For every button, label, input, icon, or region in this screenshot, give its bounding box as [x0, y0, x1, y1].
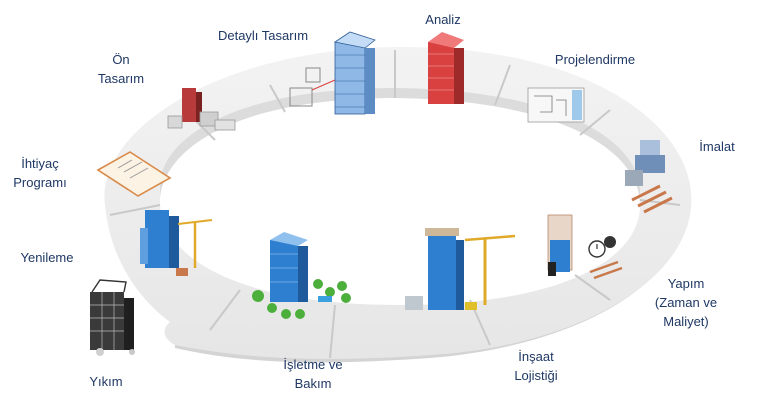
stage-label-line: Analiz	[425, 12, 461, 27]
renovation-tower-icon	[140, 210, 213, 276]
stage-label-line: İmalat	[699, 139, 735, 154]
stage-label-detayli-tasarim: Detaylı Tasarım	[218, 26, 308, 45]
stage-label-line: Programı	[13, 175, 67, 190]
stage-label-imalat: İmalat	[699, 137, 734, 156]
stage-label-projelendirme: Projelendirme	[555, 50, 635, 69]
stage-label-line: İşletme ve	[283, 357, 343, 372]
stage-label-line: Projelendirme	[554, 52, 636, 67]
stage-label-yenileme: Yenileme	[20, 248, 73, 267]
stage-label-line: Yapım	[667, 276, 705, 291]
stage-label-line: Detaylı Tasarım	[217, 28, 309, 43]
demolition-building-icon	[90, 279, 135, 356]
analysis-tower-icon	[428, 32, 464, 104]
stage-label-line: Tasarım	[97, 71, 145, 86]
stage-label-line: Maliyet)	[663, 314, 709, 329]
stage-label-yikim: Yıkım	[89, 372, 122, 391]
fabrication-machine-icon	[625, 140, 673, 214]
construction-time-cost-tower-icon	[547, 214, 623, 280]
operation-maintenance-building-icon	[252, 232, 351, 319]
detailed-design-tower-icon	[289, 31, 376, 115]
stage-label-analiz: Analiz	[425, 10, 460, 29]
stage-label-line: Yıkım	[89, 374, 123, 389]
requirements-clipboard-icon	[96, 151, 172, 197]
stage-label-line: İhtiyaç	[21, 156, 59, 171]
stage-label-yapim: Yapım (Zaman ve Maliyet)	[655, 274, 717, 331]
stage-label-line: Yenileme	[20, 250, 74, 265]
stage-label-line: Ön	[112, 52, 130, 67]
construction-logistics-site-icon	[405, 228, 516, 310]
stage-label-isletme-ve-bakim: İşletme ve Bakım	[283, 355, 342, 393]
preliminary-design-model-icon	[167, 88, 236, 131]
project-drawing-sheet-icon	[527, 87, 585, 123]
stage-label-line: İnşaat	[518, 349, 554, 364]
stage-label-line: (Zaman ve	[654, 295, 718, 310]
stage-label-line: Lojistiği	[514, 368, 558, 383]
stage-label-line: Bakım	[294, 376, 332, 391]
